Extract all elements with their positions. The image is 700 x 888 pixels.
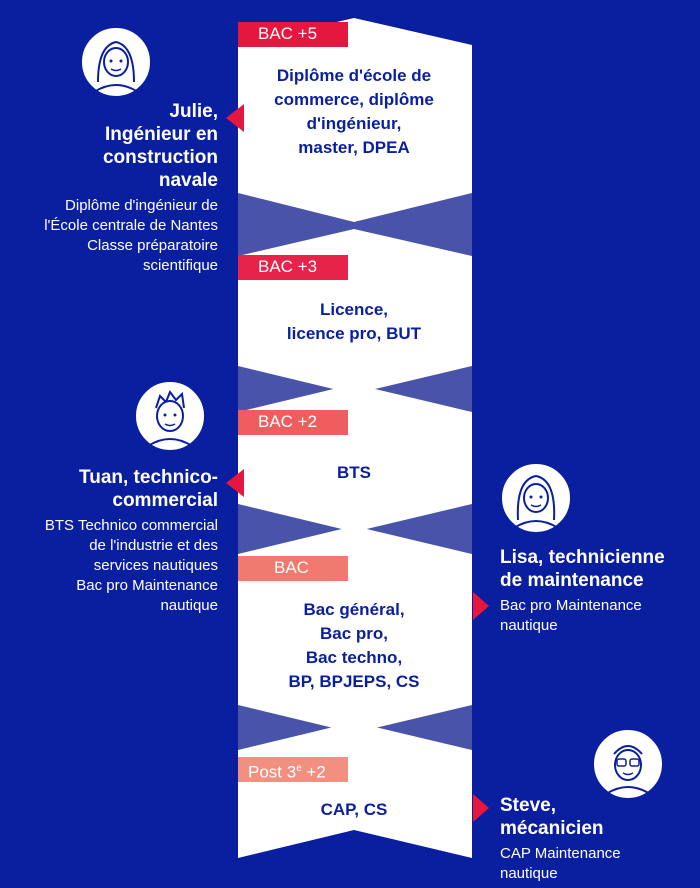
name-line: de maintenance xyxy=(500,570,644,591)
avatar-tuan xyxy=(134,380,206,452)
level-line: Licence, xyxy=(319,300,389,319)
level-line: Diplôme d'école de xyxy=(276,66,432,85)
desc-line: Bac pro Maintenance xyxy=(76,577,218,594)
desc-line: Classe préparatoire xyxy=(87,237,218,254)
badge-bac5: BAC +5 xyxy=(258,24,318,43)
person-name: Lisa, technicienne de maintenance xyxy=(500,546,665,592)
person-julie: Julie, Ingénieur en construction navale … xyxy=(44,100,218,276)
level-line: Bac général, xyxy=(303,600,405,619)
avatar-lisa xyxy=(500,462,572,534)
desc-line: CAP Maintenance xyxy=(500,845,621,862)
avatar-julie xyxy=(80,26,152,98)
person-description: BTS Technico commercial de l'industrie e… xyxy=(45,516,218,616)
person-name: Tuan, technico- commercial xyxy=(45,466,218,512)
badge-post3-sup: e xyxy=(296,763,302,774)
person-steve: Steve, mécanicien CAP Maintenance nautiq… xyxy=(500,794,621,884)
arrow-julie xyxy=(226,104,244,132)
name-line: navale xyxy=(158,170,218,191)
person-description: CAP Maintenance nautique xyxy=(500,844,621,884)
badge-bac3-bg xyxy=(238,255,348,280)
level-line: BP, BPJEPS, CS xyxy=(288,672,420,691)
badge-bac3: BAC +3 xyxy=(258,257,318,276)
desc-line: nautique xyxy=(500,617,558,634)
level-line: CAP, CS xyxy=(320,800,388,819)
level-bac5-text: Diplôme d'école de commerce, diplôme d'i… xyxy=(240,64,468,160)
ribbon-segment-bac5 xyxy=(238,18,472,222)
arrow-tuan xyxy=(226,469,244,497)
name-line: Julie, xyxy=(169,101,218,122)
person-name: Julie, Ingénieur en construction navale xyxy=(44,100,218,192)
desc-line: nautique xyxy=(160,597,218,614)
desc-line: Diplôme d'ingénieur de xyxy=(65,197,218,214)
desc-line: services nautiques xyxy=(93,557,218,574)
badge-post3-rest: +2 xyxy=(301,762,326,782)
badge-post3-main: Post 3 xyxy=(248,762,297,782)
badge-bac: BAC xyxy=(274,558,309,577)
person-description: Diplôme d'ingénieur de l'École centrale … xyxy=(44,196,218,276)
level-post3-text: CAP, CS xyxy=(240,798,468,822)
name-line: commercial xyxy=(112,490,218,511)
badge-bac2: BAC +2 xyxy=(258,412,318,431)
desc-line: l'École centrale de Nantes xyxy=(44,217,218,234)
level-bac2-text: BTS xyxy=(240,461,468,485)
name-line: construction xyxy=(102,147,218,168)
avatar-steve xyxy=(592,728,664,800)
name-line: Steve, xyxy=(500,795,556,816)
level-line: Bac techno, xyxy=(305,648,403,667)
badge-bac5-bg xyxy=(238,22,348,47)
desc-line: BTS Technico commercial xyxy=(44,517,218,534)
person-tuan: Tuan, technico- commercial BTS Technico … xyxy=(45,466,218,616)
level-line: licence pro, BUT xyxy=(286,324,422,343)
person-lisa: Lisa, technicienne de maintenance Bac pr… xyxy=(500,546,665,636)
level-line: Bac pro, xyxy=(319,624,389,643)
ribbon-segment-bac2 xyxy=(238,384,472,532)
desc-line: de l'industrie et des xyxy=(89,537,218,554)
ribbon-segment-post3 xyxy=(238,722,472,858)
name-line: Ingénieur en xyxy=(105,124,218,145)
arrow-lisa xyxy=(473,592,489,620)
badge-post3: Post 3e +2 xyxy=(238,758,348,782)
badge-bac-bg xyxy=(238,556,348,581)
arrow-steve xyxy=(473,794,489,822)
name-line: mécanicien xyxy=(500,818,604,839)
level-bac3-text: Licence, licence pro, BUT xyxy=(240,298,468,346)
person-description: Bac pro Maintenance nautique xyxy=(500,596,665,636)
level-line: master, DPEA xyxy=(298,138,410,157)
desc-line: nautique xyxy=(500,865,558,882)
level-bac-text: Bac général, Bac pro, Bac techno, BP, BP… xyxy=(240,598,468,694)
desc-line: scientifique xyxy=(142,257,218,274)
desc-line: Bac pro Maintenance xyxy=(500,597,642,614)
badge-bac2-bg xyxy=(238,410,348,435)
ribbon-fold xyxy=(238,193,472,256)
name-line: Lisa, technicienne xyxy=(500,547,665,568)
badge-post3-bg xyxy=(238,757,348,782)
name-line: Tuan, technico- xyxy=(79,467,218,488)
level-line: BTS xyxy=(337,463,371,482)
person-name: Steve, mécanicien xyxy=(500,794,621,840)
level-line: commerce, diplôme xyxy=(274,90,434,109)
level-line: d'ingénieur, xyxy=(306,114,402,133)
